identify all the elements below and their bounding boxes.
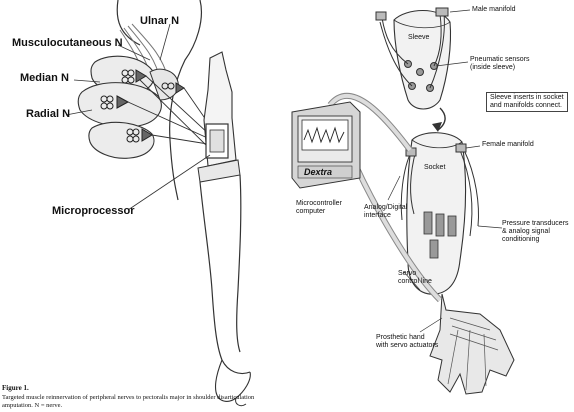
label-prosthetic-hand: Prosthetic hand with servo actuators bbox=[376, 334, 438, 350]
figure-caption-text: Targeted muscle reinnervation of periphe… bbox=[2, 394, 270, 412]
label-microcontroller: Microcontroller computer bbox=[296, 200, 342, 216]
label-interface: Analog/Digital interface bbox=[364, 204, 407, 220]
label-ulnar: Ulnar N bbox=[140, 15, 179, 27]
label-pressure-transducers: Pressure transducers & analog signal con… bbox=[502, 220, 569, 244]
label-female-manifold: Female manifold bbox=[482, 141, 534, 149]
label-microprocessor: Microprocessor bbox=[52, 205, 135, 217]
right-figure: Male manifold Sleeve Pneumatic sensors (… bbox=[290, 0, 574, 412]
left-figure: Ulnar N Musculocutaneous N Median N Radi… bbox=[0, 0, 290, 412]
monitor-brand: Dextra bbox=[304, 167, 332, 177]
label-median: Median N bbox=[20, 72, 69, 84]
label-radial: Radial N bbox=[26, 108, 70, 120]
label-sleeve-inserts: Sleeve inserts in socket and manifolds c… bbox=[486, 92, 568, 112]
figure-caption-title: Figure 1. bbox=[2, 384, 29, 392]
label-socket: Socket bbox=[424, 164, 445, 172]
label-musculocutaneous: Musculocutaneous N bbox=[12, 37, 123, 49]
label-male-manifold: Male manifold bbox=[472, 6, 516, 14]
arm-nerve-illustration bbox=[0, 0, 290, 412]
label-pneumatic-sensors: Pneumatic sensors (inside sleeve) bbox=[470, 56, 530, 72]
label-servo-line: Servo control line bbox=[398, 270, 432, 286]
label-sleeve: Sleeve bbox=[408, 34, 429, 42]
